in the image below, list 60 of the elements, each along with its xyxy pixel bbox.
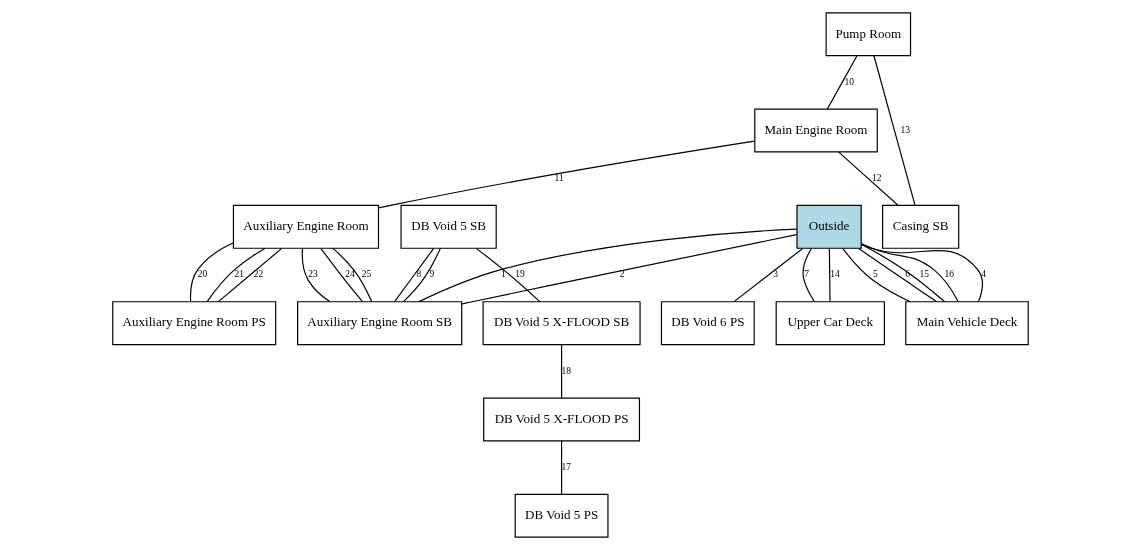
- connector: [828, 247, 831, 303]
- edge-label: 11: [554, 172, 564, 183]
- edge-label: 17: [561, 461, 571, 472]
- edge-label: 16: [943, 269, 954, 280]
- edge-label: 4: [980, 269, 986, 280]
- connector: [802, 247, 815, 303]
- node-box: DB Void 5 PS: [514, 493, 609, 538]
- connector: [560, 440, 562, 495]
- edge-label: 5: [872, 269, 878, 280]
- connector: [319, 248, 363, 302]
- edge-label: 1: [500, 269, 506, 280]
- node-box: Outside: [795, 204, 862, 249]
- node-box: DB Void 5 X-FLOOD PS: [482, 397, 640, 442]
- node-box: Upper Car Deck: [775, 301, 885, 346]
- connector: [826, 55, 858, 110]
- connector: [475, 247, 540, 303]
- connector: [331, 247, 372, 303]
- node-box: Auxiliary Engine Room PS: [111, 301, 276, 346]
- connector: [418, 228, 797, 303]
- connector: [189, 242, 234, 302]
- edge-label: 3: [772, 269, 778, 280]
- node-box: DB Void 5 X-FLOOD SB: [482, 301, 641, 346]
- node-box: DB Void 6 PS: [660, 301, 755, 346]
- connector: [860, 243, 983, 303]
- edge-label: 19: [514, 269, 525, 280]
- connector: [301, 248, 330, 303]
- node-box: Main Vehicle Deck: [904, 301, 1029, 346]
- connector: [857, 247, 937, 303]
- connector: [560, 344, 562, 399]
- edge-label: 25: [361, 269, 371, 280]
- node-box: DB Void 5 SB: [400, 204, 497, 249]
- edge-label: 21: [234, 269, 244, 280]
- connector: [206, 247, 265, 303]
- connector: [393, 247, 434, 303]
- edge-label: 12: [871, 172, 881, 183]
- edge-label: 7: [803, 269, 809, 280]
- connector: [841, 247, 911, 303]
- connector: [402, 247, 441, 303]
- edge-label: 8: [416, 269, 421, 280]
- edge-label: 18: [561, 365, 571, 376]
- edge-label: 13: [899, 124, 910, 135]
- connector: [733, 247, 803, 303]
- node-box: Casing SB: [881, 204, 959, 249]
- node-box: Auxiliary Engine Room SB: [296, 301, 462, 346]
- connector: [461, 234, 797, 305]
- connector: [217, 247, 282, 303]
- node-box: Main Engine Room: [753, 108, 878, 153]
- edge-label: 22: [253, 269, 263, 280]
- edge-label: 23: [307, 269, 318, 280]
- edge-label: 20: [197, 269, 207, 280]
- edge-label: 14: [829, 269, 840, 280]
- edge-label: 10: [844, 76, 854, 87]
- node-box: Auxiliary Engine Room: [232, 204, 379, 249]
- node-box: Pump Room: [825, 12, 911, 57]
- connector: [837, 151, 899, 206]
- connector: [872, 55, 916, 206]
- edge-label: 15: [918, 269, 929, 280]
- edge-label: 9: [429, 269, 434, 280]
- connector: [377, 140, 755, 209]
- edge-label: 24: [344, 269, 355, 280]
